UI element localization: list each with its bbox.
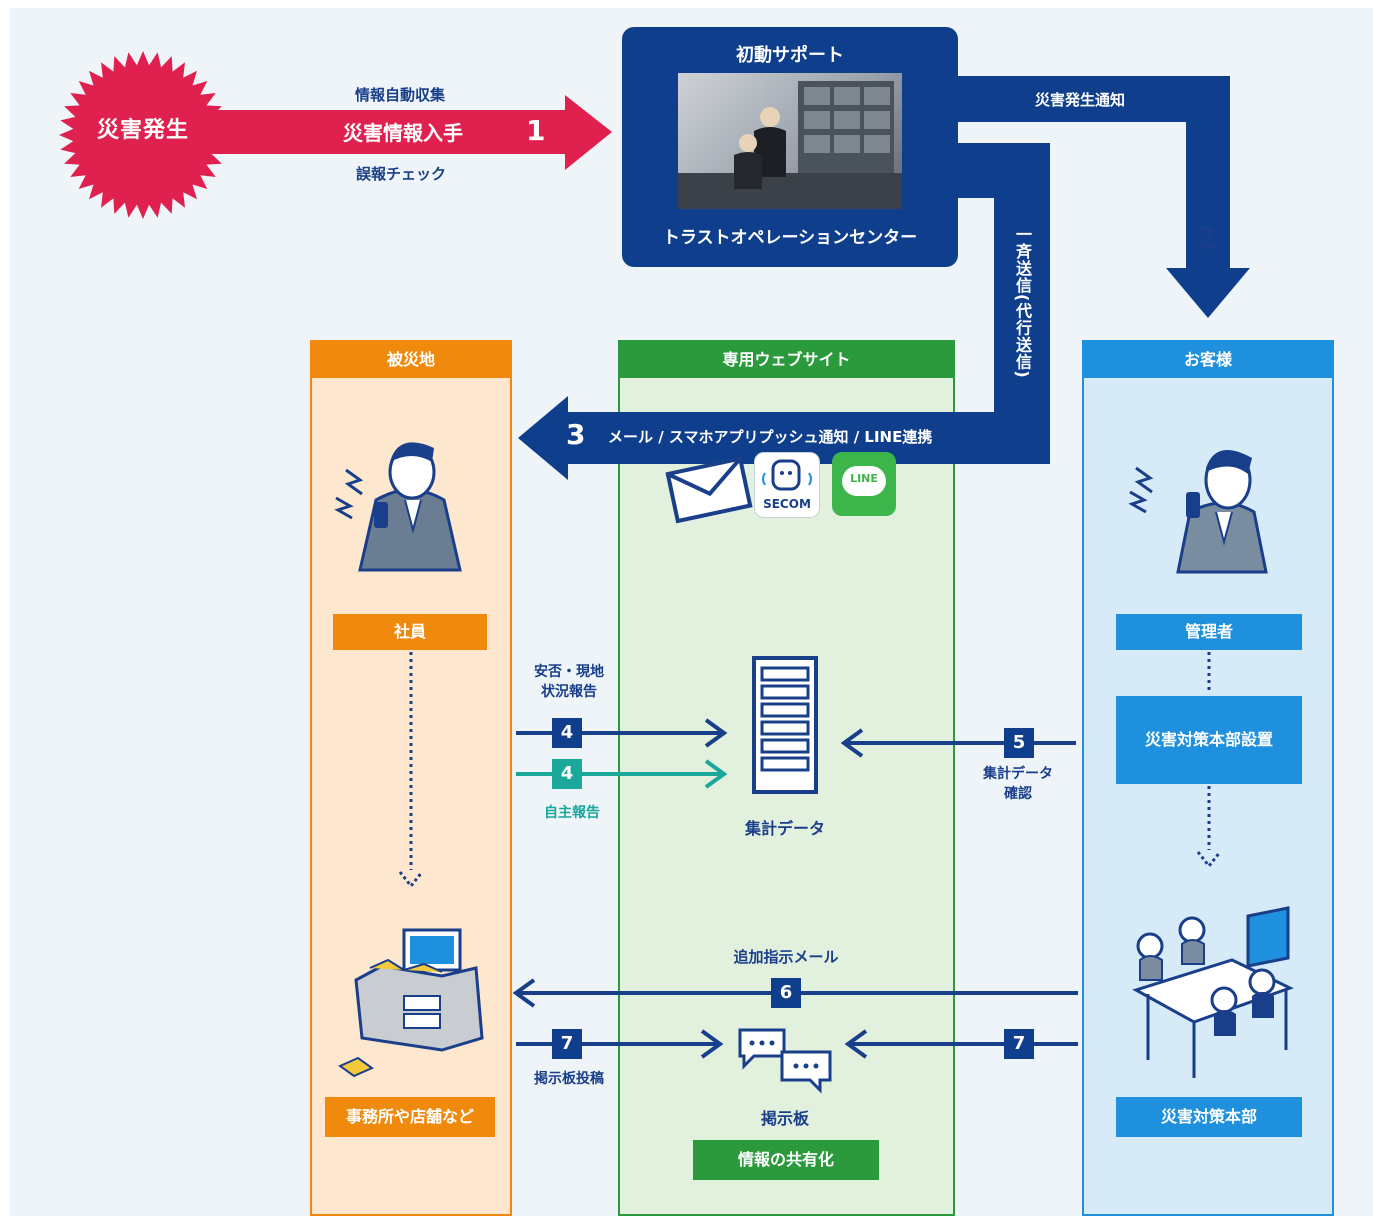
step6-label: 追加指示メール: [733, 948, 839, 966]
arrow-step5: [840, 728, 1076, 758]
secom-app-label: SECOM: [763, 497, 811, 511]
step1-number: 1: [526, 114, 546, 147]
employee-tag: 社員: [333, 614, 487, 650]
arrow-step2: [958, 76, 1250, 318]
bulletin-board-icon: [738, 1028, 832, 1094]
arrow-step3: [518, 143, 1050, 480]
step1-main-text: 災害情報入手: [343, 121, 463, 145]
arrow-step4-safety: [516, 718, 728, 748]
manager-tag: 管理者: [1116, 614, 1302, 650]
arrow-step7-right: [844, 1029, 1078, 1059]
operation-center-box: 初動サポート トラストオペレーションセンター: [622, 27, 958, 267]
operation-center-name: トラストオペレーションセンター: [662, 228, 918, 248]
step6-number: 6: [771, 978, 801, 1008]
step3-number: 3: [566, 418, 586, 451]
server-rack-icon: [752, 656, 818, 794]
info-sharing-tag: 情報の共有化: [693, 1140, 879, 1180]
step1-top-text: 情報自動収集: [354, 86, 445, 104]
step3-label: メール / スマホアプリプッシュ通知 / LINE連携: [608, 428, 933, 446]
column-header-website: 専用ウェブサイト: [620, 342, 953, 378]
operation-center-photo: [678, 73, 902, 209]
step4-safety-label: 安否・現地 状況報告: [534, 664, 604, 700]
disaster-label: 災害発生: [96, 118, 189, 143]
disaster-starburst-icon: [59, 51, 227, 219]
hq-setup-tag: 災害対策本部設置: [1116, 696, 1302, 784]
arrow-step1: [200, 95, 612, 170]
office-store-tag: 事務所や店舗など: [325, 1097, 495, 1137]
column-header-customer: お客様: [1084, 342, 1332, 378]
step7-label: 掲示板投稿: [534, 1071, 604, 1087]
step5-label: 集計データ 確認: [983, 766, 1053, 802]
step4-number-safety: 4: [552, 718, 582, 748]
disaster-hq-tag: 災害対策本部: [1116, 1097, 1302, 1137]
secom-app-icon: SECOM: [754, 452, 820, 518]
manager-on-phone-icon: [1128, 450, 1268, 574]
arrow-step7-left: [516, 1029, 724, 1059]
step4-number-self: 4: [552, 759, 582, 789]
operation-center-title: 初動サポート: [736, 45, 844, 66]
bulletin-board-label: 掲示板: [760, 1109, 809, 1128]
step2-number: 2: [1196, 222, 1217, 257]
step2-label: 災害発生通知: [1034, 91, 1125, 109]
line-app-icon: LINE: [832, 452, 896, 516]
line-app-label: LINE: [850, 472, 878, 485]
step7-number-left: 7: [552, 1029, 582, 1059]
step5-number: 5: [1004, 728, 1034, 758]
aggregate-data-label: 集計データ: [744, 819, 825, 838]
step1-bottom-text: 誤報チェック: [355, 165, 446, 183]
column-header-disaster-area: 被災地: [312, 342, 510, 378]
step7-number-right: 7: [1004, 1029, 1034, 1059]
broadcast-label: 一斉送信(代行送信): [1013, 226, 1032, 379]
employee-on-phone-icon: [334, 442, 462, 572]
step4-self-label: 自主報告: [544, 805, 600, 821]
damaged-office-desk-icon: [337, 928, 484, 1078]
arrow-step4-self: [516, 759, 728, 789]
mail-icon: [665, 456, 753, 524]
disaster-hq-meeting-icon: [1132, 906, 1294, 1078]
